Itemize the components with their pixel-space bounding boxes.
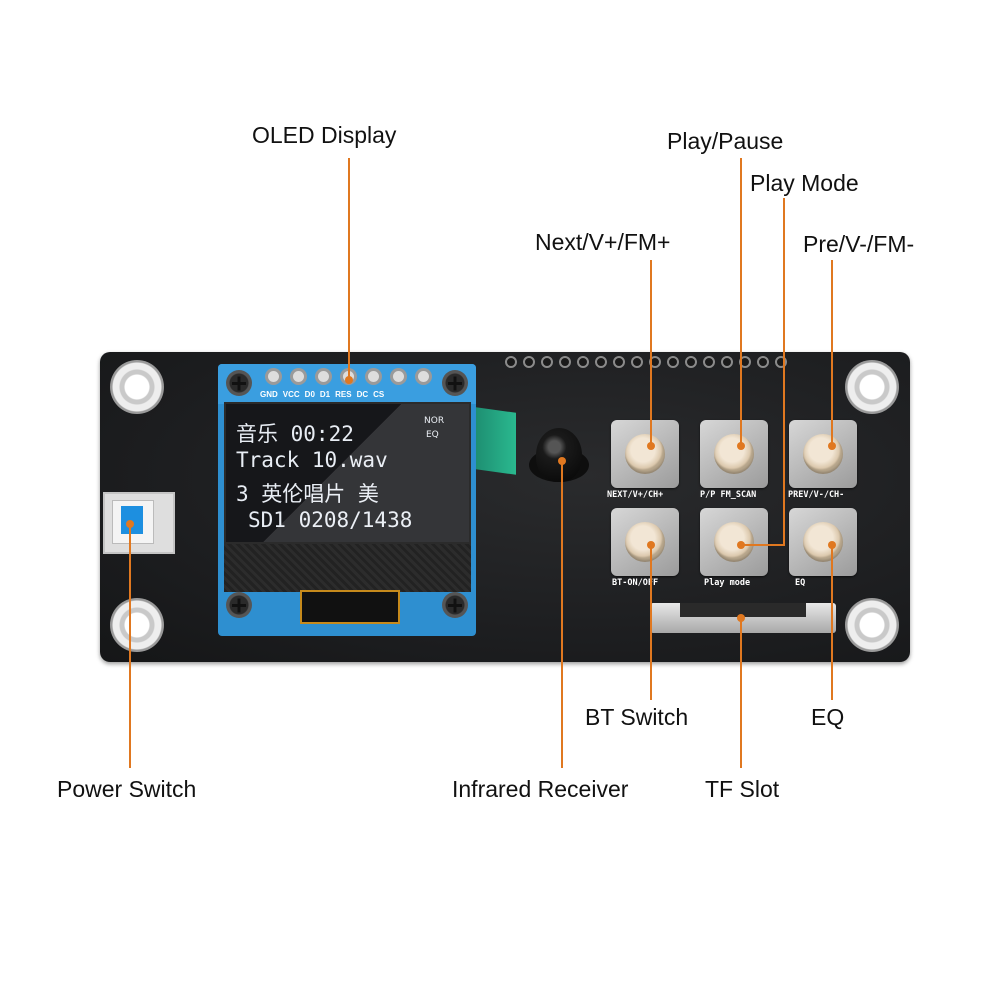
play-mode-leader-elbow xyxy=(740,544,785,546)
button-cap xyxy=(625,522,665,562)
play-mode-leader-dot xyxy=(737,541,745,549)
oled-line-1: 音乐 00:22 xyxy=(236,422,354,446)
screw-icon xyxy=(226,592,252,618)
pre-label: Pre/V-/FM- xyxy=(803,231,915,257)
screw-icon xyxy=(442,592,468,618)
power-leader-line xyxy=(129,525,131,768)
tf-slot-opening xyxy=(680,603,806,617)
oled-pin-label: DC xyxy=(356,390,369,399)
infrared-receiver xyxy=(536,428,582,482)
green-ribbon xyxy=(476,407,516,475)
oled-leader-dot xyxy=(345,376,353,384)
play-mode-button-label: Play mode xyxy=(704,578,751,588)
next-button-label: NEXT/V+/CH+ xyxy=(607,490,664,500)
pre-leader-line xyxy=(831,260,833,446)
prev-button-label: PREV/V-/CH- xyxy=(788,490,845,500)
next-leader-line xyxy=(650,260,652,446)
button-cap xyxy=(714,434,754,474)
oled-screen: 音乐 00:22 Track 10.wav 3 英伦唱片 美 SD1 0208/… xyxy=(224,402,471,544)
eq-label: EQ xyxy=(811,704,845,730)
bt-switch-label: BT Switch xyxy=(585,704,689,730)
bt-switch-leader-line xyxy=(650,546,652,700)
oled-pin-labels: GND VCC D0 D1 RES DC CS xyxy=(260,390,384,399)
pre-leader-dot xyxy=(828,442,836,450)
mount-hole-top-right xyxy=(845,360,899,414)
ir-leader-line xyxy=(561,462,563,768)
next-label: Next/V+/FM+ xyxy=(535,229,671,255)
bt-switch-button[interactable] xyxy=(611,508,679,576)
button-cap xyxy=(803,434,843,474)
eq-leader-line xyxy=(831,546,833,700)
eq-button-label: EQ xyxy=(795,578,806,588)
eq-button[interactable] xyxy=(789,508,857,576)
next-leader-dot xyxy=(647,442,655,450)
mount-hole-bottom-right xyxy=(845,598,899,652)
play-pause-button[interactable] xyxy=(700,420,768,488)
infrared-receiver-label: Infrared Receiver xyxy=(452,776,629,802)
oled-leader-line xyxy=(348,158,350,380)
tf-slot-leader-line xyxy=(740,618,742,768)
screw-icon xyxy=(226,370,252,396)
oled-pin-label: D1 xyxy=(319,390,331,399)
next-button[interactable] xyxy=(611,420,679,488)
play-pause-button-label: P/P FM_SCAN xyxy=(700,490,757,500)
ir-leader-dot xyxy=(558,457,566,465)
oled-pin-label: GND xyxy=(260,390,278,399)
eq-leader-dot xyxy=(828,541,836,549)
play-pause-leader-dot xyxy=(737,442,745,450)
oled-display-label: OLED Display xyxy=(252,122,397,148)
oled-pin-label: D0 xyxy=(304,390,315,399)
play-mode-leader-line xyxy=(783,198,785,546)
oled-pin-label: RES xyxy=(335,390,352,399)
oled-flex-cable xyxy=(224,544,471,592)
button-cap xyxy=(803,522,843,562)
oled-line-4: SD1 0208/1438 xyxy=(248,508,413,532)
power-leader-dot xyxy=(126,520,134,528)
tf-slot-label: TF Slot xyxy=(705,776,780,802)
play-pause-label: Play/Pause xyxy=(667,128,784,154)
oled-badge-nor: NOR xyxy=(424,416,445,426)
play-mode-button[interactable] xyxy=(700,508,768,576)
oled-line-2: Track 10.wav xyxy=(236,448,388,472)
bt-switch-leader-dot xyxy=(647,541,655,549)
oled-connector xyxy=(300,590,400,624)
oled-pin-label: CS xyxy=(373,390,385,399)
header-pins xyxy=(505,356,787,368)
button-cap xyxy=(625,434,665,474)
tf-slot-leader-dot xyxy=(737,614,745,622)
oled-pin-label: VCC xyxy=(282,390,300,399)
power-switch-label: Power Switch xyxy=(57,776,197,802)
bt-button-label: BT-ON/OFF xyxy=(612,578,659,588)
oled-pin-row xyxy=(265,368,432,385)
oled-badge-eq: EQ xyxy=(426,430,439,440)
screw-icon xyxy=(442,370,468,396)
mount-hole-bottom-left xyxy=(110,598,164,652)
oled-line-3: 3 英伦唱片 美 xyxy=(236,482,379,506)
mount-hole-top-left xyxy=(110,360,164,414)
button-cap xyxy=(714,522,754,562)
prev-button[interactable] xyxy=(789,420,857,488)
play-mode-label: Play Mode xyxy=(750,170,859,196)
play-pause-leader-line xyxy=(740,158,742,446)
